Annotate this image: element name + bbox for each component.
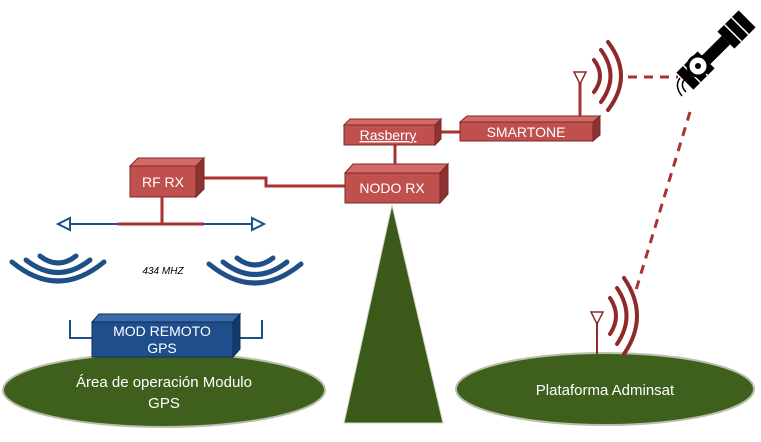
platform-area-label: Plataforma Adminsat bbox=[536, 382, 675, 399]
operation-area-label-line2: GPS bbox=[148, 395, 180, 412]
antenna-icon bbox=[55, 216, 71, 232]
antenna-icon bbox=[572, 71, 588, 86]
smartone-label: SMARTONE bbox=[487, 124, 566, 140]
rasberry-box: Rasberry bbox=[342, 117, 443, 147]
platform-antenna bbox=[589, 276, 639, 356]
satellite-links bbox=[628, 75, 692, 291]
frequency-label: 434 MHZ bbox=[142, 266, 184, 277]
mod-remoto-gps: MOD REMOTO GPS bbox=[69, 312, 263, 359]
rf-rx-box: RF RX bbox=[128, 156, 206, 199]
nodo-rx-label: NODO RX bbox=[359, 180, 425, 196]
operation-area: Área de operación Modulo GPS bbox=[2, 352, 326, 428]
radio-waves-lower bbox=[608, 276, 639, 356]
radio-waves-left bbox=[9, 253, 107, 284]
link-rfrx-nodorx bbox=[196, 176, 345, 188]
platform-area: Plataforma Adminsat bbox=[455, 352, 755, 426]
operation-area-label-line1: Área de operación Modulo bbox=[76, 374, 252, 391]
smartone-box: SMARTONE bbox=[458, 114, 602, 143]
rf-rx-label: RF RX bbox=[142, 174, 185, 190]
rasberry-label: Rasberry bbox=[360, 127, 417, 143]
satellite-icon bbox=[676, 3, 758, 97]
nodo-rx-box: NODO RX bbox=[343, 162, 450, 205]
mod-remoto-label-line2: GPS bbox=[147, 340, 177, 356]
radio-waves-right bbox=[206, 255, 304, 286]
tower bbox=[343, 204, 444, 424]
mod-remoto-label-line1: MOD REMOTO bbox=[113, 323, 211, 339]
rf-receiver-antennas bbox=[55, 216, 267, 232]
smartone-antenna bbox=[572, 40, 623, 112]
antenna-icon bbox=[251, 216, 267, 232]
radio-waves-upper bbox=[592, 40, 623, 112]
antenna-icon bbox=[589, 311, 605, 326]
satellite-link-lower bbox=[634, 111, 692, 291]
